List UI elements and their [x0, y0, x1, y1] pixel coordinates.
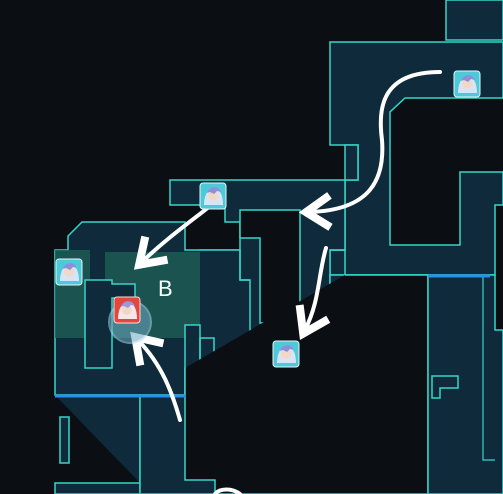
map-room-right-edge	[427, 274, 503, 494]
rotation-arrow-bottom-edge	[213, 487, 242, 494]
ally-agent-marker-1[interactable]	[453, 70, 481, 98]
ally-agent-portrait-icon	[458, 75, 477, 93]
rotation-arrow-top-right	[298, 70, 442, 231]
map-room-top-corridor	[445, 0, 503, 41]
site-label-b: B	[158, 276, 173, 301]
ally-agent-portrait-icon	[60, 263, 79, 281]
map-wall-right-column	[482, 275, 495, 461]
ally-agent-marker-3[interactable]	[55, 258, 83, 286]
enemy-agent-marker[interactable]	[113, 296, 141, 324]
ally-agent-portrait-icon	[204, 187, 223, 205]
ally-agent-marker-2[interactable]	[199, 182, 227, 210]
map-wall-lower-post	[59, 416, 70, 464]
map-wall-notch	[239, 250, 250, 281]
enemy-agent-portrait-icon	[118, 301, 137, 319]
map-wall-step-right	[330, 249, 346, 275]
map-wall-right-steps	[431, 375, 459, 399]
ally-agent-portrait-icon	[277, 345, 296, 363]
rotation-arrow-from-bottom	[130, 331, 182, 422]
ally-agent-marker-4[interactable]	[272, 340, 300, 368]
rotation-arrow-mid	[295, 246, 331, 341]
